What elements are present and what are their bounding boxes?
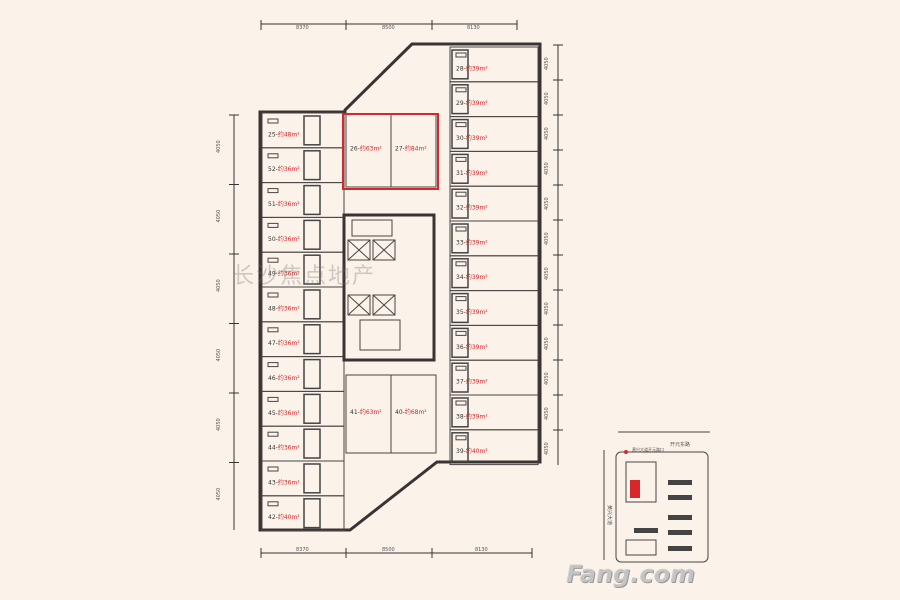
unit-left[interactable]: 47-约36m² bbox=[261, 321, 345, 358]
unit-right[interactable]: 32-约39m² bbox=[449, 185, 539, 222]
dim-label: 4050 bbox=[544, 197, 550, 210]
unit-label: 30-约39m² bbox=[456, 134, 488, 142]
dim-label: 4050 bbox=[544, 302, 550, 315]
bottom-dimension-line: 8370 8500 8130 bbox=[260, 547, 533, 558]
dim-label: 4050 bbox=[216, 488, 222, 501]
unit-right[interactable]: 30-约39m² bbox=[449, 116, 539, 152]
dim-label: 4050 bbox=[216, 349, 222, 362]
site-location-map: 黄兴大道开元路口 开元东路 黄兴大道 bbox=[603, 431, 710, 563]
dim-label: 8370 bbox=[296, 547, 309, 553]
dim-label: 8130 bbox=[467, 25, 480, 31]
unit-left[interactable]: 43-约36m² bbox=[261, 460, 345, 497]
unit-label: 29-约39m² bbox=[456, 99, 488, 107]
unit-left[interactable]: 44-约36m² bbox=[261, 425, 345, 462]
unit-left[interactable]: 48-约36m² bbox=[261, 286, 345, 323]
unit-label: 32-约39m² bbox=[456, 204, 488, 212]
road-label: 开元东路 bbox=[670, 441, 690, 448]
unit-label: 44-约36m² bbox=[268, 444, 300, 452]
unit-left[interactable]: 46-约36m² bbox=[261, 356, 345, 392]
unit-label: 41-约63m² bbox=[350, 408, 382, 416]
unit-right[interactable]: 31-约39m² bbox=[449, 150, 539, 187]
unit-label: 38-约39m² bbox=[456, 412, 488, 420]
dim-label: 8370 bbox=[296, 25, 309, 31]
dim-label: 4050 bbox=[544, 372, 550, 385]
unit-right[interactable]: 39-约40m² bbox=[449, 429, 539, 466]
dim-label: 4050 bbox=[544, 57, 550, 70]
unit-label: 50-约36m² bbox=[268, 235, 300, 243]
unit-left[interactable]: 25-约48m² bbox=[261, 112, 345, 149]
unit-right[interactable]: 37-约39m² bbox=[449, 359, 539, 396]
project-location bbox=[630, 480, 640, 498]
dim-label: 4050 bbox=[216, 418, 222, 431]
unit-left[interactable]: 45-约36m² bbox=[261, 390, 345, 427]
unit-right[interactable]: 36-约39m² bbox=[449, 324, 539, 361]
top-dimension-line: 8370 8500 8130 bbox=[260, 20, 518, 31]
unit-label: 45-约36m² bbox=[268, 409, 300, 417]
unit-center[interactable]: 26-约63m² bbox=[345, 113, 392, 188]
unit-label: 31-约39m² bbox=[456, 169, 488, 177]
unit-label: 46-约36m² bbox=[268, 374, 300, 382]
unit-label: 36-约39m² bbox=[456, 343, 488, 351]
unit-right[interactable]: 35-约39m² bbox=[449, 290, 539, 326]
dim-label: 4050 bbox=[216, 140, 222, 153]
unit-label: 26-约63m² bbox=[350, 145, 382, 153]
unit-label: 37-约39m² bbox=[456, 378, 488, 386]
unit-label: 39-约40m² bbox=[456, 447, 488, 455]
highlighted-units-frame bbox=[342, 113, 439, 190]
dim-label: 4050 bbox=[216, 279, 222, 292]
unit-center[interactable]: 40-约68m² bbox=[390, 374, 437, 454]
marker-label: 黄兴大道开元路口 bbox=[632, 446, 664, 452]
unit-label: 43-约36m² bbox=[268, 478, 300, 486]
unit-label: 25-约48m² bbox=[268, 130, 300, 138]
unit-right[interactable]: 33-约39m² bbox=[449, 220, 539, 257]
unit-center[interactable]: 41-约63m² bbox=[345, 374, 392, 454]
road-label: 黄兴大道 bbox=[606, 505, 613, 525]
dim-label: 4050 bbox=[216, 210, 222, 223]
unit-label: 28-约39m² bbox=[456, 64, 488, 72]
unit-left[interactable]: 52-约36m² bbox=[261, 147, 345, 184]
unit-right[interactable]: 28-约39m² bbox=[449, 46, 539, 83]
unit-left[interactable]: 51-约36m² bbox=[261, 182, 345, 218]
dim-label: 4050 bbox=[544, 337, 550, 350]
unit-right[interactable]: 34-约39m² bbox=[449, 255, 539, 292]
unit-label: 48-约36m² bbox=[268, 304, 300, 312]
unit-right[interactable]: 29-约39m² bbox=[449, 81, 539, 118]
dim-label: 4050 bbox=[544, 267, 550, 280]
unit-label: 47-约36m² bbox=[268, 339, 300, 347]
dim-label: 8130 bbox=[475, 547, 488, 553]
dim-label: 4050 bbox=[544, 407, 550, 420]
building-outline bbox=[258, 42, 542, 532]
unit-label: 42-约40m² bbox=[268, 513, 300, 521]
unit-label: 52-约36m² bbox=[268, 165, 300, 173]
unit-label: 49-约36m² bbox=[268, 270, 300, 278]
unit-label: 35-约39m² bbox=[456, 308, 488, 316]
unit-label: 34-约39m² bbox=[456, 273, 488, 281]
elevator-stair-core bbox=[342, 213, 436, 362]
dim-label: 8500 bbox=[382, 25, 395, 31]
dim-label: 8500 bbox=[382, 547, 395, 553]
dim-label: 4050 bbox=[544, 232, 550, 245]
unit-left[interactable]: 42-约40m² bbox=[261, 495, 345, 532]
dim-label: 4050 bbox=[544, 127, 550, 140]
dim-label: 4050 bbox=[544, 442, 550, 455]
fang-logo: Fang.com bbox=[566, 560, 695, 588]
unit-left[interactable]: 50-约36m² bbox=[261, 216, 345, 253]
dim-label: 4050 bbox=[544, 92, 550, 105]
unit-label: 40-约68m² bbox=[395, 408, 427, 416]
unit-label: 27-约84m² bbox=[395, 145, 427, 153]
unit-center[interactable]: 27-约84m² bbox=[390, 113, 437, 188]
unit-right[interactable]: 38-约39m² bbox=[449, 394, 539, 431]
watermark: 长沙焦点地产 bbox=[232, 264, 377, 289]
unit-label: 51-约36m² bbox=[268, 200, 300, 208]
unit-label: 33-约39m² bbox=[456, 238, 488, 246]
dim-label: 4050 bbox=[544, 162, 550, 175]
